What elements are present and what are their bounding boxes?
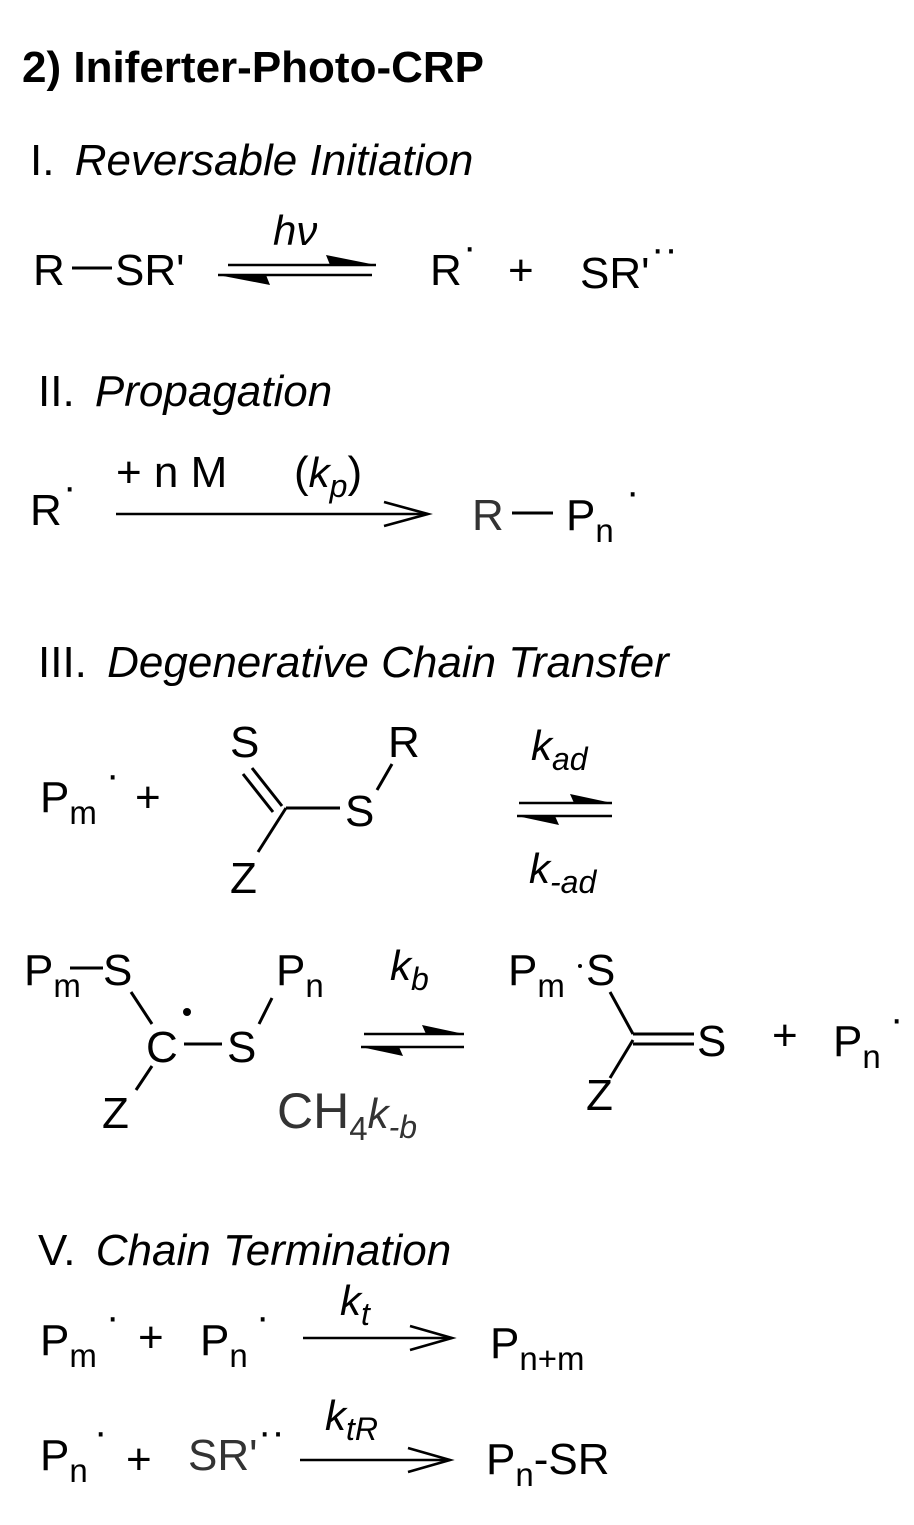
radical-dot: ·	[106, 753, 119, 797]
radical-pn: Pn	[833, 1017, 881, 1075]
thiocarbonyl-s: S	[697, 1017, 726, 1066]
product-chain: Pn	[566, 491, 614, 549]
capped-polymer: Pn-SR	[486, 1435, 610, 1493]
intermediate-radical: Pm S C S Pn Z	[24, 946, 324, 1138]
thiocarbonyl-s: S	[230, 718, 259, 767]
plus-sign: +	[508, 246, 534, 295]
ch4-label: CH4k-b	[277, 1083, 417, 1147]
reaction-arrow	[303, 1324, 457, 1352]
rate-constant-k-ad: k-ad	[529, 845, 597, 900]
radical-dot: ·	[626, 470, 639, 514]
monomer-addition: + n M	[116, 448, 227, 497]
initiator-sr: SR'	[115, 246, 185, 295]
section-transfer: III. Degenerative Chain Transfer Pm · + …	[24, 638, 903, 1147]
equilibrium-arrow	[218, 255, 376, 285]
radical-dots: ··	[651, 227, 678, 271]
thioether-s: S	[345, 787, 374, 836]
radical-pm: Pm	[40, 1316, 97, 1374]
initiator-r: R	[33, 246, 65, 295]
section-initiation: I. Reversable Initiation R SR' hν R · + …	[30, 136, 678, 298]
s-right: S	[227, 1023, 256, 1072]
radical-pm: Pm	[40, 773, 97, 831]
s-left: S	[103, 946, 132, 995]
plus-sign: +	[135, 773, 161, 822]
rate-constant-ktr: ktR	[325, 1392, 378, 1447]
pn-label: Pn	[276, 946, 324, 1004]
radical-pn: Pn	[40, 1431, 88, 1489]
plus-sign: +	[772, 1011, 798, 1060]
radical-dot: ·	[463, 225, 476, 269]
z-group: Z	[586, 1071, 613, 1120]
reaction-arrow	[300, 1446, 455, 1474]
dormant-product: Pm S S Z	[508, 946, 726, 1120]
svg-text:V. Chain Termination: V. Chain Termination	[38, 1226, 451, 1275]
radical-pn: Pn	[200, 1316, 248, 1374]
scheme-title: 2) Iniferter-Photo-CRP	[22, 43, 484, 92]
radical-dot: ·	[94, 1410, 107, 1454]
section-propagation: II. Propagation R · + n M (kp) R Pn ·	[30, 367, 639, 549]
section-numeral: I.	[30, 136, 54, 185]
section-numeral: III.	[38, 638, 87, 687]
radical-carbon: C	[146, 1023, 178, 1072]
leaving-group-r: R	[388, 718, 420, 767]
svg-text:III. Degenerative Chain: III. Degenerative Chain Transfer	[38, 638, 671, 687]
radical-dots: ··	[258, 1410, 285, 1454]
product-r: R	[472, 491, 504, 540]
radical-r: R	[30, 486, 62, 535]
sr-radical: SR'	[188, 1431, 258, 1480]
section-heading: Propagation	[95, 367, 332, 416]
section-heading: Reversable Initiation	[75, 136, 474, 185]
light-condition: hν	[273, 207, 317, 254]
product-sr-radical: SR'	[580, 249, 650, 298]
rate-constant-kt: kt	[340, 1277, 371, 1332]
equilibrium-arrow-frag	[361, 1025, 464, 1056]
section-numeral: V.	[38, 1226, 76, 1275]
plus-sign: +	[138, 1313, 164, 1362]
svg-text:I. Reversable Initiation: I. Reversable Initiation	[30, 136, 473, 185]
dead-polymer: Pn+m	[490, 1319, 584, 1377]
reaction-arrow	[116, 500, 433, 528]
radical-dot: ·	[890, 997, 903, 1041]
radical-dot: ·	[63, 465, 76, 509]
thioether-s: S	[586, 946, 615, 995]
section-heading: Degenerative Chain Transfer	[107, 638, 671, 687]
section-numeral: II.	[38, 367, 75, 416]
plus-sign: +	[126, 1435, 152, 1484]
radical-dot	[183, 1008, 191, 1016]
equilibrium-arrow-add	[517, 794, 612, 825]
section-termination: V. Chain Termination Pm · + Pn · kt Pn+m…	[38, 1226, 610, 1493]
pm-label: Pm	[508, 946, 565, 1004]
radical-dot: ·	[256, 1295, 269, 1339]
z-group: Z	[230, 854, 257, 903]
radical-dot: ·	[106, 1295, 119, 1339]
pm-label: Pm	[24, 946, 81, 1004]
product-r-radical: R	[430, 246, 462, 295]
z-group: Z	[102, 1089, 129, 1138]
cta-structure: S S R Z	[230, 718, 420, 903]
rate-constant: (kp)	[294, 448, 362, 504]
rate-constant-kad: kad	[531, 722, 589, 777]
rate-constant-kb: kb	[390, 942, 429, 997]
svg-text:II. Propagation: II. Propagation	[38, 367, 332, 416]
section-heading: Chain Termination	[96, 1226, 451, 1275]
